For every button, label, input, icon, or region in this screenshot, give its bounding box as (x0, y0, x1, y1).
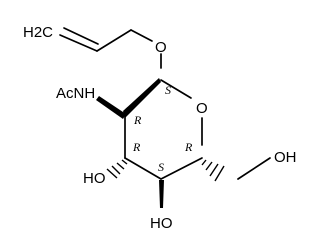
atom-label-h2c: H2C (23, 24, 53, 41)
atom-label-ring-o: O (196, 100, 208, 117)
stereo-label-c5: R (184, 140, 193, 154)
stereo-label-c4: S (158, 160, 164, 174)
substituents (96, 96, 271, 208)
wedge-c2-c1 (123, 78, 161, 118)
wedge-c2-nh (96, 96, 126, 119)
atom-label-glycosidic-o: O (155, 39, 167, 56)
allyl-group (59, 27, 162, 69)
bond-c1-ring-o (160, 79, 192, 99)
stereo-label-c1: S (165, 83, 171, 97)
stereo-labels: S R R S R (132, 83, 193, 174)
bond-ch2-o (130, 29, 153, 42)
atom-label-acnh: AcNH (56, 85, 95, 102)
wedge-c4-oh (159, 180, 164, 208)
hash-c5-ch2 (201, 159, 225, 182)
atom-label-ho-c3: HO (83, 170, 106, 187)
atom-label-ho-c4: HO (150, 215, 173, 232)
stereo-label-c2: R (133, 113, 142, 127)
bond-c-c-double-inner (63, 27, 99, 45)
hash-c3-oh (106, 159, 128, 179)
stereo-label-c3: R (132, 140, 141, 154)
pyranose-ring (123, 78, 203, 180)
bond-c-c-double-outer (59, 34, 98, 52)
bond-c4-c3 (124, 157, 162, 180)
bond-c5-c4 (160, 157, 203, 180)
atom-label-oh-c6: OH (274, 149, 297, 166)
atom-labels: H2C O AcNH O HO HO OH (23, 24, 297, 232)
bond-ch2-oh (237, 157, 271, 180)
bond-allyl-ch-ch2 (96, 29, 132, 52)
